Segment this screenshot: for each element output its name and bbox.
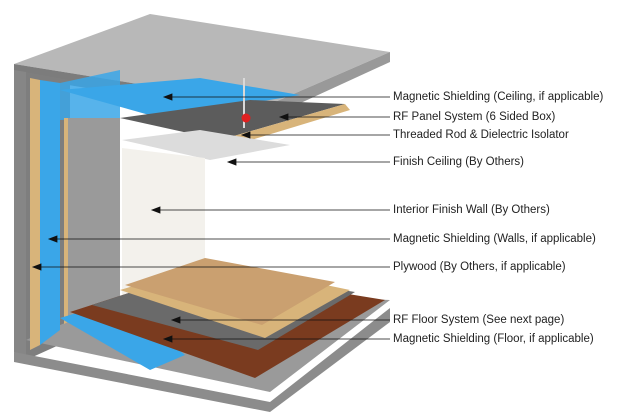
label-finish-ceiling: Finish Ceiling (By Others) [393,156,525,168]
label-rf-floor-system: RF Floor System (See next page) [393,314,565,326]
arrow-floor-shield [162,335,173,343]
label-magnetic-shielding-floor: Magnetic Shielding (Floor, if applicable… [393,333,594,345]
label-rf-panel-system: RF Panel System (6 Sided Box) [393,111,556,123]
arrow-wall-shield [47,235,58,243]
finish-ceiling [122,130,290,160]
rf-panel-wall-edge [64,118,68,324]
label-interior-finish-wall: Interior Finish Wall (By Others) [393,204,550,216]
plywood-wall-layer [30,78,40,350]
leader-lines [31,93,390,343]
arrow-finish-ceiling [226,158,237,166]
label-plywood: Plywood (By Others, if applicable) [393,261,566,273]
arrow-interior-wall [150,206,161,214]
arrow-rf-panel [278,113,289,121]
concrete-roof-slab [14,14,390,105]
magnetic-shielding-ceiling [60,78,300,118]
interior-finish-wall [122,148,205,300]
rf-panel-wall [68,118,120,320]
arrow-plywood [31,263,42,271]
concrete-floor-slab [14,308,390,412]
rf-panel-ceiling [120,100,345,140]
arrow-threaded-rod [240,131,251,139]
arrow-ceiling-shield [162,93,173,101]
magnetic-shielding-walls [40,80,60,345]
concrete-roof-side [268,52,390,118]
concrete-left-wall [14,70,26,360]
finish-floor-parquet [125,258,335,325]
arrow-rf-floor [170,316,181,324]
rf-panel-ceiling-plywood [220,104,350,148]
label-magnetic-shielding-ceiling: Magnetic Shielding (Ceiling, if applicab… [393,91,604,103]
label-magnetic-shielding-walls: Magnetic Shielding (Walls, if applicable… [393,233,596,245]
dielectric-isolator-dot [241,113,251,123]
label-threaded-rod-isolator: Threaded Rod & Dielectric Isolator [393,129,569,141]
